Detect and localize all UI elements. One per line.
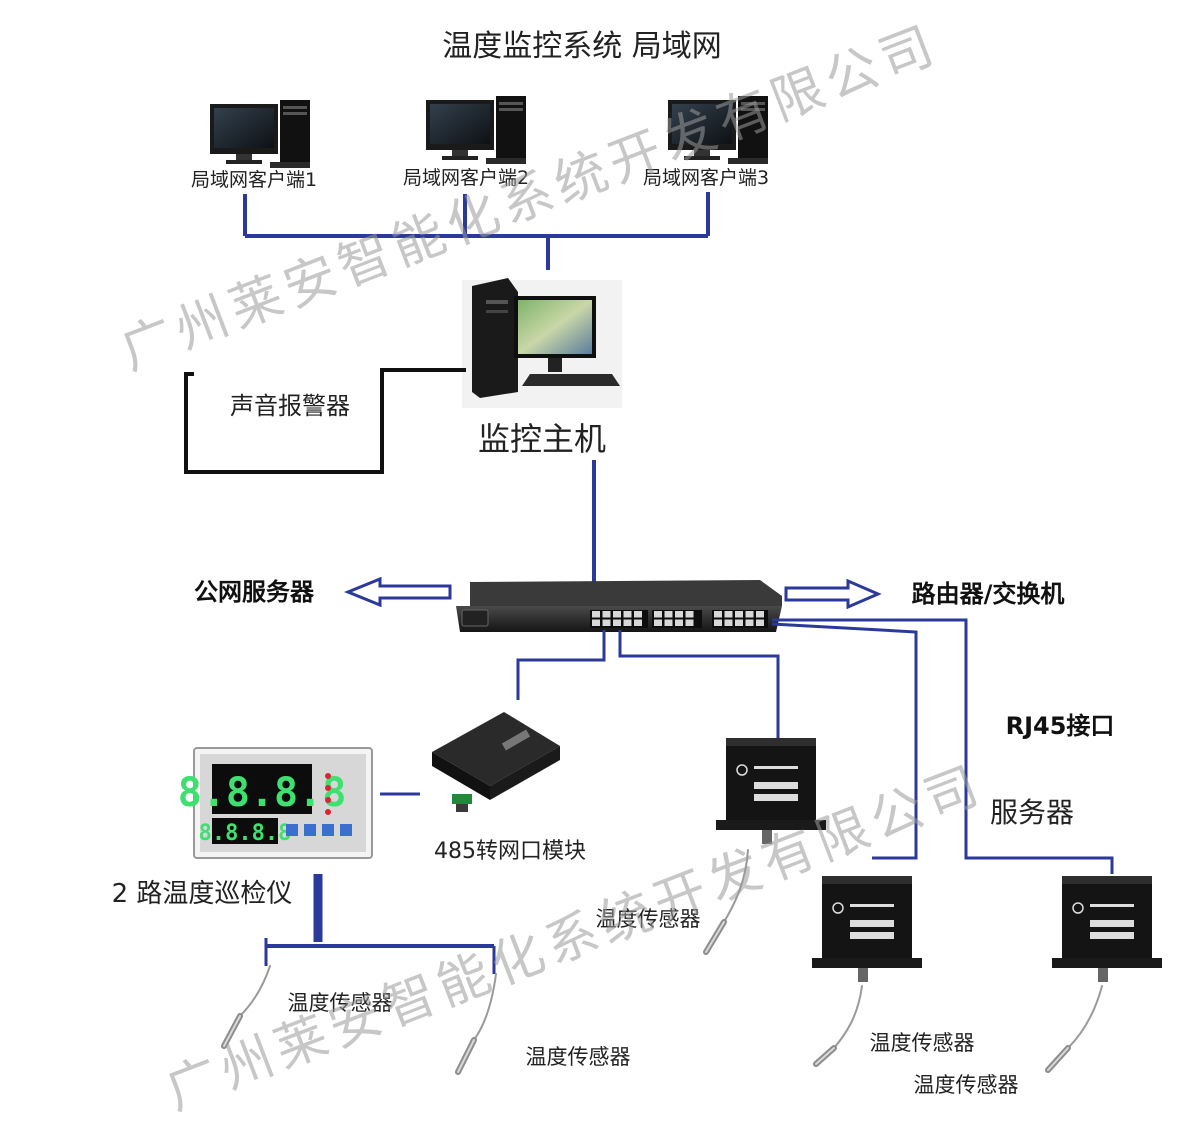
client-computer-2: 局域网客户端2 xyxy=(403,96,529,189)
sensor-label: 温度传感器 xyxy=(914,1073,1019,1097)
temperature-probe xyxy=(813,985,863,1067)
sensor-label: 温度传感器 xyxy=(288,991,393,1015)
host-computer-icon xyxy=(462,278,622,408)
alarm-label: 声音报警器 xyxy=(230,392,350,420)
sensor-module-3 xyxy=(1052,876,1162,982)
network-switch-icon xyxy=(456,580,782,632)
switch-port xyxy=(685,619,694,626)
public-server-arrow xyxy=(344,576,452,608)
client-lan-bus xyxy=(243,192,710,270)
switch-port xyxy=(623,619,632,626)
switch-port xyxy=(613,619,621,626)
temperature-probe xyxy=(1045,985,1103,1073)
switch-port xyxy=(654,619,662,626)
client-label-1: 局域网客户端1 xyxy=(191,169,317,191)
inspector-sv-display: 8.8.8.8 xyxy=(199,821,292,846)
switch-port xyxy=(675,611,683,618)
switch-port xyxy=(592,619,600,626)
host-computer: 监控主机 xyxy=(462,278,622,458)
temperature-inspector-icon: 8.8.8.8 8.8.8.8 xyxy=(178,747,373,859)
switch-port xyxy=(602,611,611,618)
switch-port xyxy=(664,611,673,618)
switch-port xyxy=(654,611,662,618)
switch-port xyxy=(714,611,722,618)
switch-port xyxy=(602,619,611,626)
public-server-label: 公网服务器 xyxy=(194,578,315,606)
switch-port xyxy=(613,611,621,618)
temperature-probe xyxy=(703,849,749,955)
client-label-3: 局域网客户端3 xyxy=(643,167,769,189)
temperature-probe xyxy=(221,965,271,1049)
sound-alarm: 声音报警器 xyxy=(184,368,466,474)
switch-port xyxy=(714,619,722,626)
sensor-label: 温度传感器 xyxy=(526,1045,631,1069)
switch-port xyxy=(634,611,642,618)
desktop-computer-icon xyxy=(426,96,526,164)
switch-port xyxy=(724,611,733,618)
desktop-computer-icon xyxy=(210,100,310,168)
switch-port xyxy=(745,619,754,626)
switch-port xyxy=(675,619,683,626)
client-computer-3: 局域网客户端3 xyxy=(643,96,769,189)
switch-port xyxy=(592,611,600,618)
client-label-2: 局域网客户端2 xyxy=(403,167,529,189)
router-label: 路由器/交换机 xyxy=(912,580,1065,608)
rs485-module-icon xyxy=(432,712,560,812)
switch-port xyxy=(634,619,642,626)
switch-port xyxy=(664,619,673,626)
switch-port xyxy=(745,611,754,618)
client-computer-1: 局域网客户端1 xyxy=(191,100,317,191)
network-switch xyxy=(456,580,782,632)
switch-port xyxy=(735,611,743,618)
rj45-label: RJ45接口 xyxy=(1006,712,1115,740)
switch-port xyxy=(724,619,733,626)
switch-port xyxy=(623,611,632,618)
server-label: 服务器 xyxy=(990,796,1074,829)
switch-downlinks xyxy=(516,618,1114,874)
sensor-label: 温度传感器 xyxy=(870,1031,975,1055)
converter-label: 485转网口模块 xyxy=(434,839,586,864)
inspector-label: 2 路温度巡检仪 xyxy=(112,879,293,909)
sensor-label: 温度传感器 xyxy=(596,907,701,931)
host-label: 监控主机 xyxy=(478,420,606,458)
sensor-module-1 xyxy=(716,738,826,844)
switch-port xyxy=(756,611,764,618)
inspector-sensor-bus xyxy=(264,874,496,974)
rs485-converter: 485转网口模块 xyxy=(432,712,586,864)
temperature-probe xyxy=(455,973,497,1075)
switch-port xyxy=(735,619,743,626)
desktop-computer-icon xyxy=(668,96,768,164)
router-arrow xyxy=(784,578,882,610)
diagram-title: 温度监控系统 局域网 xyxy=(442,29,722,64)
switch-port xyxy=(756,619,764,626)
switch-port xyxy=(685,611,694,618)
sensor-module-2 xyxy=(812,876,922,982)
temperature-inspector: 8.8.8.8 8.8.8.8 2 路温度巡检仪 xyxy=(112,747,373,909)
inspector-pv-display: 8.8.8.8 xyxy=(178,770,347,816)
